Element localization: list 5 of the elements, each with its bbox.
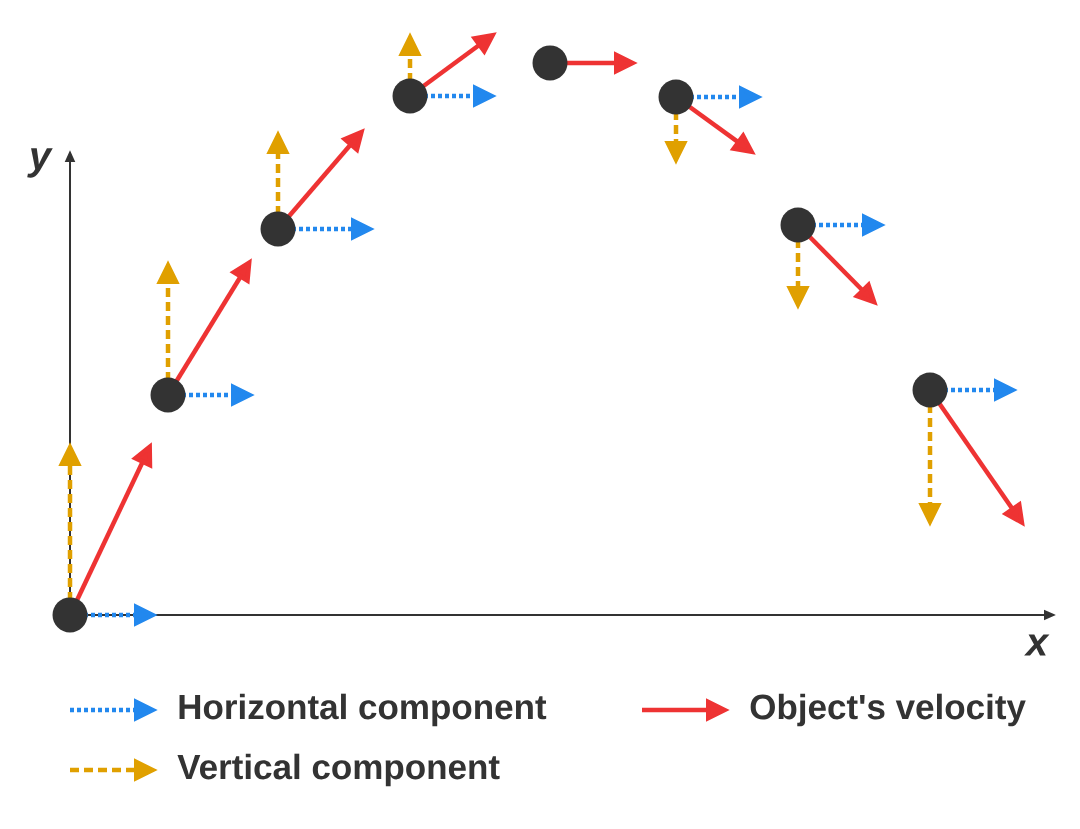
axis-label: y <box>27 148 53 178</box>
legend-text: Object's velocity <box>750 693 1026 727</box>
legend-text: Vertical component <box>177 753 500 787</box>
axis-label: x <box>1024 634 1050 656</box>
legend-text: Horizontal component <box>179 693 547 727</box>
